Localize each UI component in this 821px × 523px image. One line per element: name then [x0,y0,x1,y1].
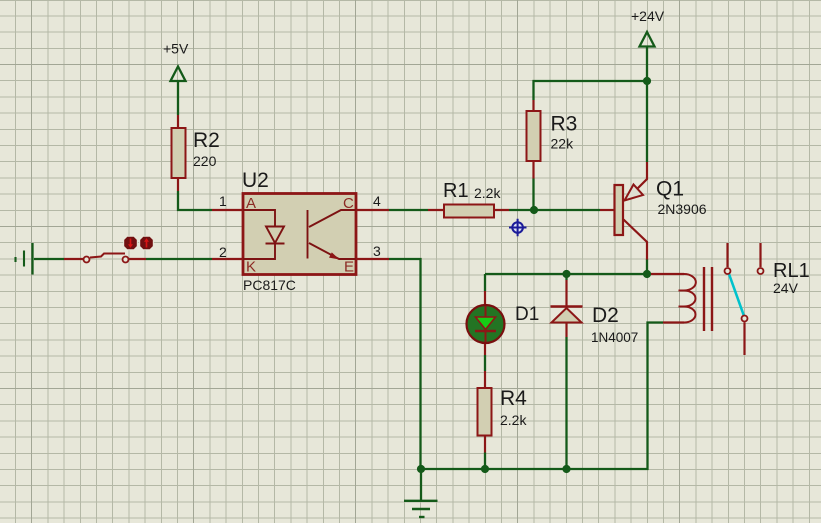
svg-text:220: 220 [193,153,217,169]
svg-text:2N3906: 2N3906 [658,201,707,217]
svg-text:R3: R3 [551,113,578,136]
svg-text:2.2k: 2.2k [500,412,527,428]
svg-text:A: A [246,195,256,212]
svg-text:D2: D2 [592,304,619,327]
svg-text:1N4007: 1N4007 [591,330,638,345]
svg-text:3: 3 [373,243,381,259]
svg-text:E: E [344,259,354,276]
svg-text:22k: 22k [551,136,575,152]
svg-text:R4: R4 [500,387,527,410]
svg-text:R2: R2 [193,129,220,152]
svg-text:RL1: RL1 [773,260,810,282]
svg-text:Q1: Q1 [656,178,684,201]
svg-text:24V: 24V [773,280,799,296]
svg-text:C: C [343,195,354,212]
svg-text:2.2k: 2.2k [474,185,501,201]
svg-text:2: 2 [219,244,227,260]
svg-text:U2: U2 [242,169,269,192]
svg-text:K: K [246,259,256,276]
svg-text:R1: R1 [443,180,469,202]
svg-text:D1: D1 [515,304,539,325]
svg-text:PC817C: PC817C [243,277,296,293]
svg-text:+24V: +24V [631,8,665,24]
svg-text:4: 4 [373,193,381,209]
svg-text:1: 1 [219,193,227,209]
svg-text:+5V: +5V [163,41,189,57]
